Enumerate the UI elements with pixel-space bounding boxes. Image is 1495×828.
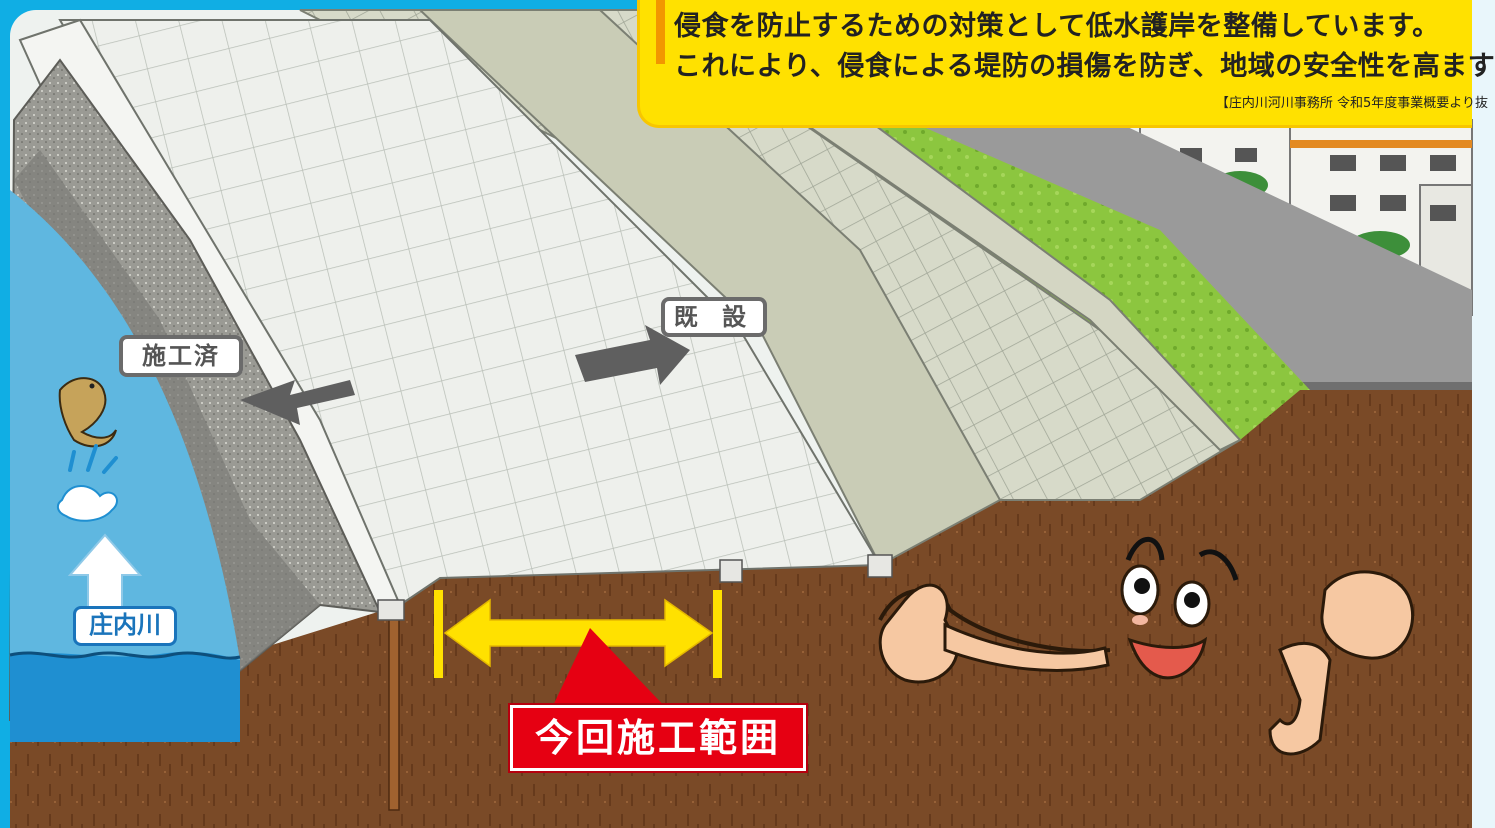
notice-source: 【庄内川河川事務所 令和5年度事業概要より抜: [1215, 96, 1488, 111]
arrow-completed: [240, 380, 355, 425]
water-splash: [56, 444, 118, 522]
river-water: [10, 190, 240, 660]
notice-line-2: これにより、侵食による堤防の損傷を防ぎ、地域の安全性を高ます: [674, 51, 1495, 82]
joint-block: [867, 554, 893, 578]
label-existing: 既 設: [661, 297, 767, 337]
joint-block: [719, 559, 743, 583]
label-current-construction-range: 今回施工範囲: [510, 705, 806, 771]
mascot-character: [878, 536, 1415, 756]
sheet-pile: [388, 609, 400, 811]
water-wave: [9, 651, 241, 660]
river-water-front: [10, 651, 240, 742]
label-river-name: 庄内川: [73, 606, 177, 646]
notice-line-1: 侵食を防止するための対策として低水護岸を整備しています。: [674, 11, 1440, 42]
arrow-existing: [575, 325, 690, 385]
road-edge: [1300, 382, 1472, 390]
range-arrow: [434, 590, 722, 712]
jumping-fish: [58, 377, 117, 448]
pile-cap: [377, 599, 405, 621]
notice-accent-bar: [656, 0, 665, 64]
label-completed: 施工済: [119, 335, 243, 377]
soil-cross-section: [10, 390, 1472, 828]
info-notice: 侵食を防止するための対策として低水護岸を整備しています。 これにより、侵食による…: [637, 0, 1495, 128]
road: [840, 95, 1472, 390]
